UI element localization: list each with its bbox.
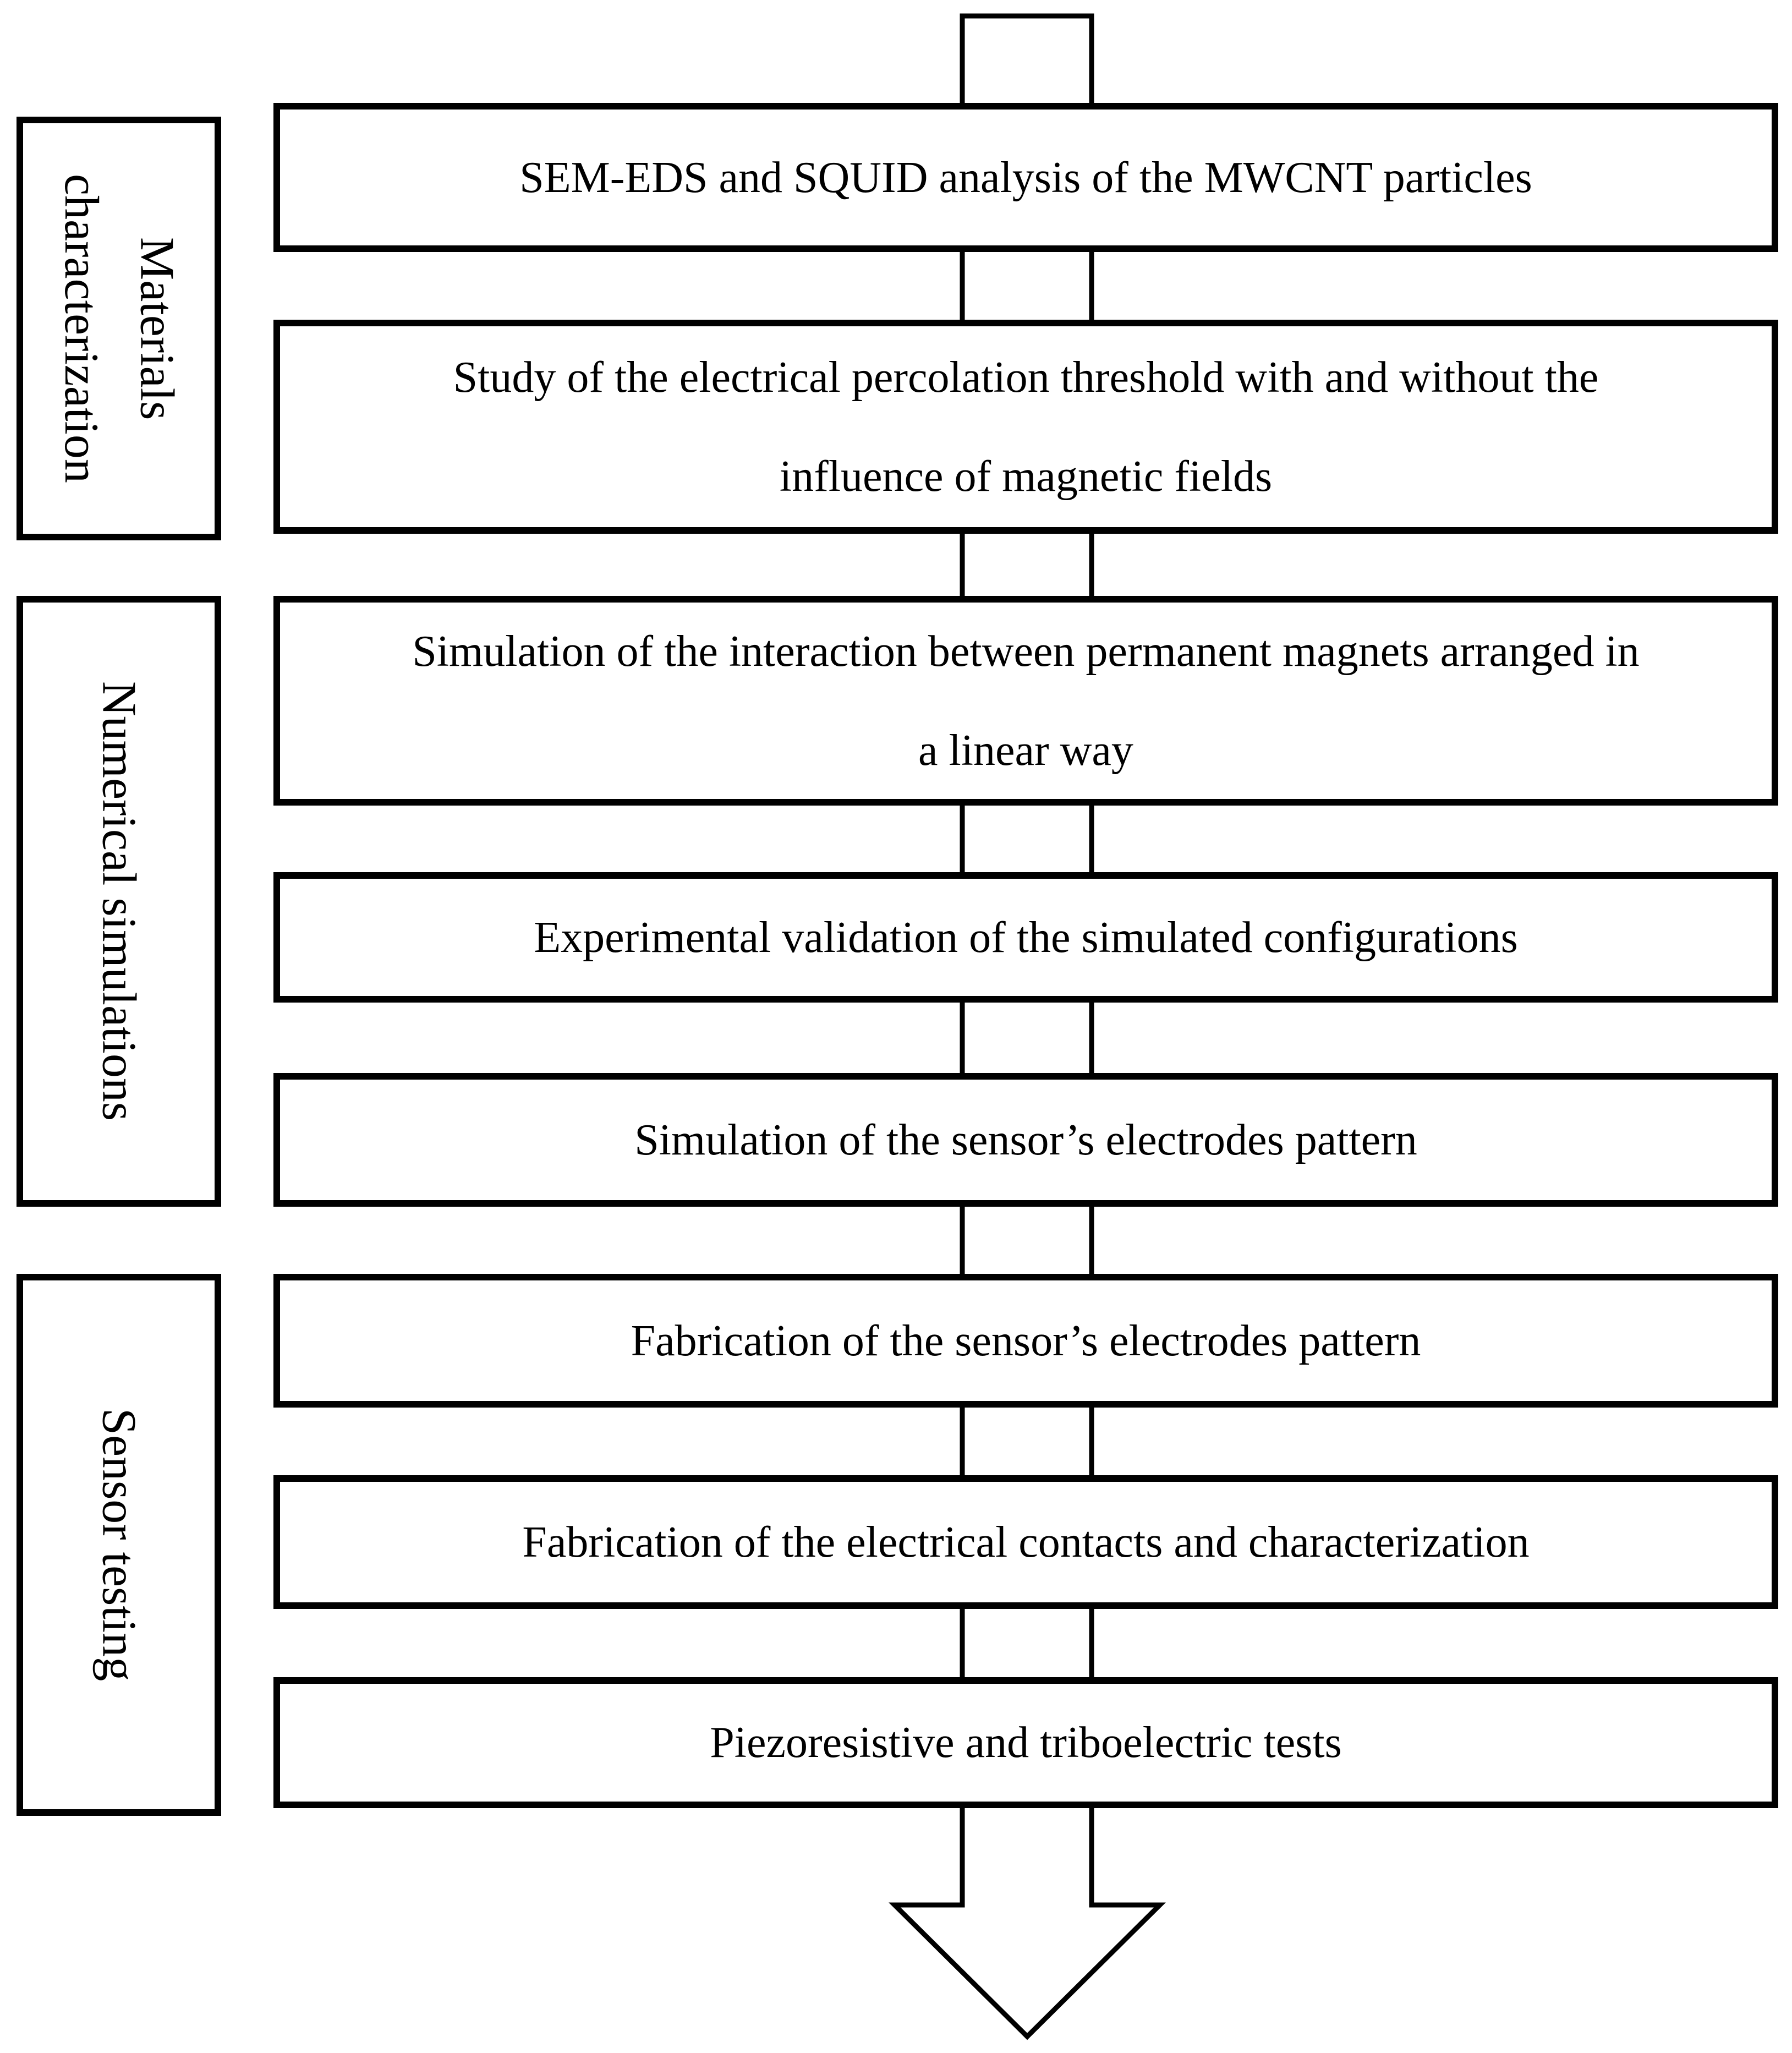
- group-label-line: Materials: [130, 237, 184, 420]
- flow-box-text: Simulation of the sensor’s electrodes pa…: [634, 1091, 1417, 1190]
- group-label-line: Numerical simulations: [92, 681, 146, 1121]
- flow-box-line: SEM-EDS and SQUID analysis of the MWCNT …: [519, 153, 1532, 202]
- group-label-text: Sensor testing: [81, 1408, 156, 1681]
- flow-box-line: Fabrication of the electrical contacts a…: [522, 1518, 1530, 1567]
- flow-box-text: SEM-EDS and SQUID analysis of the MWCNT …: [519, 128, 1532, 227]
- flow-box-text: Simulation of the interaction between pe…: [412, 602, 1639, 800]
- flow-box-electrical-contacts-fabrication: Fabrication of the electrical contacts a…: [273, 1475, 1778, 1609]
- group-label-numerical-simulations: Numerical simulations: [17, 596, 221, 1207]
- flow-box-line: Simulation of the interaction between pe…: [412, 627, 1640, 676]
- group-label-materials-characterization: Materials characterization: [17, 117, 221, 540]
- group-label-line: Sensor testing: [92, 1408, 146, 1682]
- flow-box-text: Fabrication of the electrical contacts a…: [522, 1493, 1529, 1592]
- flow-box-line: a linear way: [918, 726, 1133, 775]
- group-label-sensor-testing: Sensor testing: [17, 1274, 221, 1816]
- flow-box-line: Simulation of the sensor’s electrodes pa…: [634, 1115, 1417, 1164]
- flow-box-experimental-validation: Experimental validation of the simulated…: [273, 872, 1778, 1003]
- flow-box-magnet-interaction-simulation: Simulation of the interaction between pe…: [273, 596, 1778, 806]
- flow-box-line: Study of the electrical percolation thre…: [453, 353, 1599, 402]
- flow-box-line: Experimental validation of the simulated…: [534, 913, 1518, 962]
- flow-box-text: Piezoresistive and triboelectric tests: [710, 1693, 1342, 1792]
- group-label-text: Materials characterization: [43, 174, 195, 483]
- flow-box-electrodes-pattern-simulation: Simulation of the sensor’s electrodes pa…: [273, 1073, 1778, 1207]
- flow-box-electrodes-pattern-fabrication: Fabrication of the sensor’s electrodes p…: [273, 1274, 1778, 1408]
- flow-box-line: Piezoresistive and triboelectric tests: [710, 1718, 1342, 1767]
- flow-box-line: Fabrication of the sensor’s electrodes p…: [631, 1316, 1421, 1365]
- flow-box-text: Study of the electrical percolation thre…: [453, 328, 1599, 526]
- flow-box-line: influence of magnetic fields: [779, 452, 1273, 501]
- flow-box-text: Fabrication of the sensor’s electrodes p…: [631, 1291, 1421, 1390]
- flow-box-sem-eds-squid-analysis: SEM-EDS and SQUID analysis of the MWCNT …: [273, 103, 1778, 252]
- flow-box-percolation-threshold-study: Study of the electrical percolation thre…: [273, 320, 1778, 534]
- flow-box-text: Experimental validation of the simulated…: [534, 888, 1517, 987]
- group-label-line: characterization: [54, 174, 108, 483]
- flow-box-piezoresistive-triboelectric-tests: Piezoresistive and triboelectric tests: [273, 1677, 1778, 1808]
- group-label-text: Numerical simulations: [81, 681, 156, 1121]
